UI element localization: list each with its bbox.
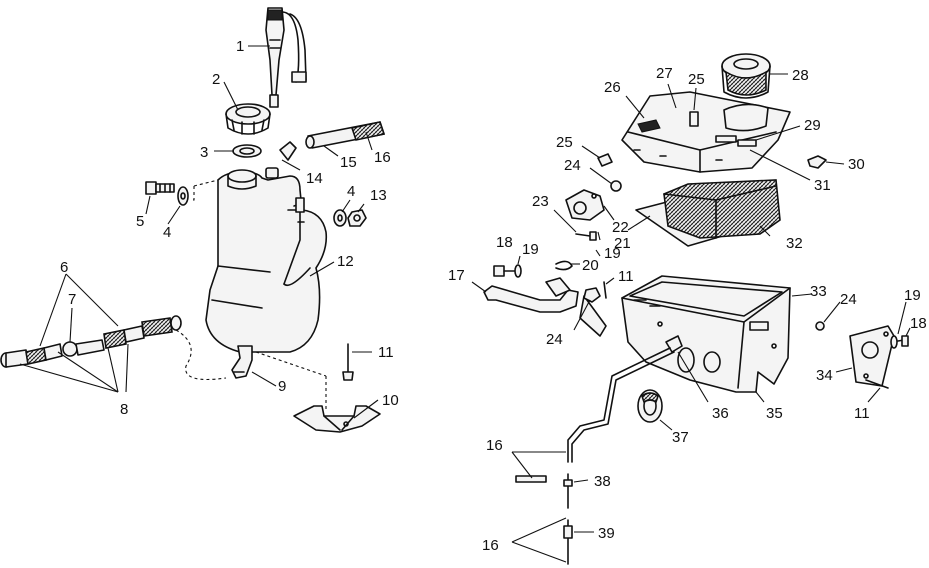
vent-hose-part <box>305 121 386 149</box>
callout-33: 33 <box>810 283 827 300</box>
callout-7: 7 <box>68 291 76 308</box>
callout-18b: 18 <box>910 315 927 332</box>
screw-part-11b <box>603 281 607 299</box>
vent-tube-part <box>515 347 675 565</box>
fuel-tank-part <box>205 169 328 353</box>
callout-14: 14 <box>306 170 323 187</box>
nut-part-13 <box>347 209 367 227</box>
fuel-cap-part <box>225 103 271 135</box>
callout-35: 35 <box>766 405 783 422</box>
callout-16a: 16 <box>374 149 391 166</box>
tank-bracket-part <box>293 405 381 433</box>
callout-11b: 11 <box>618 268 634 285</box>
callout-25a: 25 <box>688 71 705 88</box>
washer-part-4a <box>177 186 189 206</box>
callout-29: 29 <box>804 117 821 134</box>
callout-39: 39 <box>598 525 615 542</box>
bolt-part-5 <box>145 181 175 195</box>
callout-24a: 24 <box>564 157 581 174</box>
callout-1: 1 <box>236 38 244 55</box>
callout-30: 30 <box>848 156 865 173</box>
battery-part <box>663 179 781 239</box>
callout-labels: 1 2 3 14 15 16 5 4 4 13 12 6 7 8 11 9 10… <box>60 38 927 554</box>
leader-lines <box>19 45 911 563</box>
callout-12: 12 <box>337 253 354 270</box>
callout-11c: 11 <box>854 405 870 422</box>
top-cover-part <box>621 91 791 173</box>
callout-3: 3 <box>200 144 208 161</box>
callout-24c: 24 <box>840 291 857 308</box>
callout-32: 32 <box>786 235 803 252</box>
clip-part-30 <box>807 155 827 169</box>
callout-26: 26 <box>604 79 621 96</box>
washer-part-19c <box>890 335 898 349</box>
callout-16b: 16 <box>486 437 503 454</box>
nut-part-24c <box>815 321 825 331</box>
washer-part-19a <box>514 264 522 278</box>
callout-18a: 18 <box>496 234 513 251</box>
callout-2: 2 <box>212 71 220 88</box>
grommet-part-37 <box>637 389 663 423</box>
fuel-line-assembly-part <box>0 315 182 368</box>
callout-13: 13 <box>370 187 387 204</box>
elbow-fitting-part <box>231 345 253 379</box>
bracket-part-17 <box>483 277 579 313</box>
callout-16c: 16 <box>482 537 499 554</box>
callout-37: 37 <box>672 429 689 446</box>
callout-34: 34 <box>816 367 833 384</box>
callout-22: 22 <box>612 219 629 236</box>
screw-part-11c <box>865 379 889 389</box>
callout-21: 21 <box>614 235 631 252</box>
callout-19a: 19 <box>604 245 621 262</box>
bolt-part-11a <box>342 343 354 381</box>
callout-5: 5 <box>136 213 144 230</box>
callout-23: 23 <box>532 193 549 210</box>
callout-15: 15 <box>340 154 357 171</box>
screw-part-25 <box>597 153 613 167</box>
vent-fitting-part <box>265 141 297 179</box>
battery-cover-ring-part <box>721 53 771 99</box>
cap-gasket-part <box>232 144 262 158</box>
clip-part-20 <box>555 260 573 271</box>
callout-11a: 11 <box>378 344 394 361</box>
callout-4b: 4 <box>347 183 355 200</box>
nut-part-24a <box>610 180 622 192</box>
washer-part-4b <box>333 209 347 227</box>
fuel-sender-part <box>265 7 307 108</box>
callout-27: 27 <box>656 65 673 82</box>
mounting-plate-part-34 <box>849 325 895 387</box>
battery-bracket-part-22 <box>565 189 605 221</box>
callout-9: 9 <box>278 378 286 395</box>
callout-20: 20 <box>582 257 599 274</box>
callout-19c: 19 <box>904 287 921 304</box>
callout-19b: 19 <box>522 241 539 258</box>
bolt-part-23 <box>575 231 597 241</box>
callout-38: 38 <box>594 473 611 490</box>
callout-24b: 24 <box>546 331 563 348</box>
callout-10: 10 <box>382 392 399 409</box>
callout-31: 31 <box>814 177 831 194</box>
callout-28: 28 <box>792 67 809 84</box>
callout-6: 6 <box>60 259 68 276</box>
nut-part-24b <box>583 287 601 303</box>
callout-36: 36 <box>712 405 729 422</box>
battery-box-part <box>621 275 791 393</box>
assembly-guide-lines <box>175 179 327 410</box>
callout-4a: 4 <box>163 224 171 241</box>
callout-17: 17 <box>448 267 465 284</box>
callout-25b: 25 <box>556 134 573 151</box>
callout-8: 8 <box>120 401 128 418</box>
